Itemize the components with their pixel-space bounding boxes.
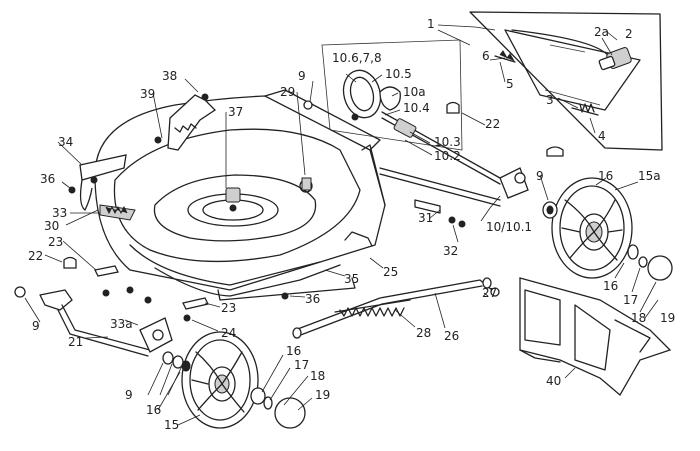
label-23-right: 23: [221, 301, 236, 315]
label-31: 31: [418, 211, 433, 225]
label-19-rear: 19: [660, 311, 675, 325]
label-10-10-1: 10/10.1: [486, 220, 532, 234]
front-wheel-washers: [162, 351, 306, 429]
label-9-top: 9: [298, 69, 306, 83]
label-27: 27: [482, 286, 497, 300]
label-38: 38: [162, 69, 177, 83]
spring-part-3: [571, 103, 599, 116]
label-35: 35: [344, 272, 359, 286]
label-18-rear: 18: [631, 311, 646, 325]
label-2a: 2a: [594, 25, 609, 39]
label-32: 32: [443, 244, 458, 258]
label-33: 33: [52, 206, 67, 220]
label-21: 21: [68, 335, 83, 349]
label-23-left: 23: [48, 235, 63, 249]
small-clip-22-right: [446, 101, 460, 114]
deck-front-bracket: [99, 204, 136, 221]
label-33a: 33a: [110, 317, 133, 331]
label-40: 40: [546, 374, 561, 388]
leader-lines: [24, 24, 659, 426]
part-labels: 1 2 2a 3 4 5 6 9 10.6,7,8 10.5 10a 10.4 …: [28, 17, 675, 432]
label-15: 15: [164, 418, 179, 432]
rear-wheel-part: [551, 177, 633, 279]
side-discharge-flap-part: [79, 154, 127, 211]
rear-wheel-washers: [542, 201, 673, 281]
label-26: 26: [444, 329, 459, 343]
label-1: 1: [427, 17, 435, 31]
wire-clip-25: [344, 231, 373, 247]
label-16-rear-b: 16: [603, 279, 618, 293]
label-6: 6: [482, 49, 490, 63]
rear-flap-box: [321, 39, 463, 151]
label-16-front-b: 16: [286, 344, 301, 358]
label-16-rear: 16: [598, 169, 613, 183]
front-axle-part: [14, 286, 173, 357]
label-25: 25: [383, 265, 398, 279]
front-wheel-part: [181, 331, 259, 429]
label-24: 24: [221, 326, 236, 340]
pin-part-6: [494, 50, 516, 63]
label-39: 39: [140, 87, 155, 101]
label-4: 4: [598, 129, 606, 143]
label-9-front: 9: [125, 388, 133, 402]
spring-part-28: [334, 299, 411, 317]
label-17-front: 17: [294, 358, 309, 372]
label-22-right: 22: [485, 117, 500, 131]
label-36-left: 36: [40, 172, 55, 186]
grass-catcher-part: [519, 277, 672, 397]
handle-bracket-part: [598, 47, 632, 71]
label-3: 3: [546, 93, 554, 107]
rear-flap-part: [342, 69, 501, 185]
rear-axle-part: [379, 146, 564, 214]
label-29: 29: [280, 85, 295, 99]
label-10-3: 10.3: [434, 135, 461, 149]
mulch-clip-part: [167, 93, 217, 151]
label-10-678: 10.6,7,8: [332, 51, 382, 65]
catcher-frame-part: [469, 11, 663, 151]
mower-deck-part: [94, 89, 386, 301]
label-37: 37: [228, 105, 243, 119]
label-9-left: 9: [32, 319, 40, 333]
label-17-rear: 17: [623, 293, 638, 307]
label-22-left: 22: [28, 249, 43, 263]
label-30: 30: [44, 219, 59, 233]
small-clip-22-left: [63, 256, 77, 269]
label-34: 34: [58, 135, 73, 149]
label-10-4: 10.4: [403, 101, 430, 115]
label-36-right: 36: [305, 292, 320, 306]
label-15a: 15a: [638, 169, 661, 183]
label-10-5: 10.5: [385, 67, 412, 81]
label-9-rear: 9: [536, 169, 544, 183]
bolts-misc: [68, 100, 466, 322]
label-16-front: 16: [146, 403, 161, 417]
label-10a: 10a: [403, 85, 426, 99]
label-2: 2: [625, 27, 633, 41]
label-10-2: 10.2: [434, 149, 461, 163]
label-19-front: 19: [315, 388, 330, 402]
label-18-front: 18: [310, 369, 325, 383]
label-5: 5: [506, 77, 514, 91]
label-28: 28: [416, 326, 431, 340]
